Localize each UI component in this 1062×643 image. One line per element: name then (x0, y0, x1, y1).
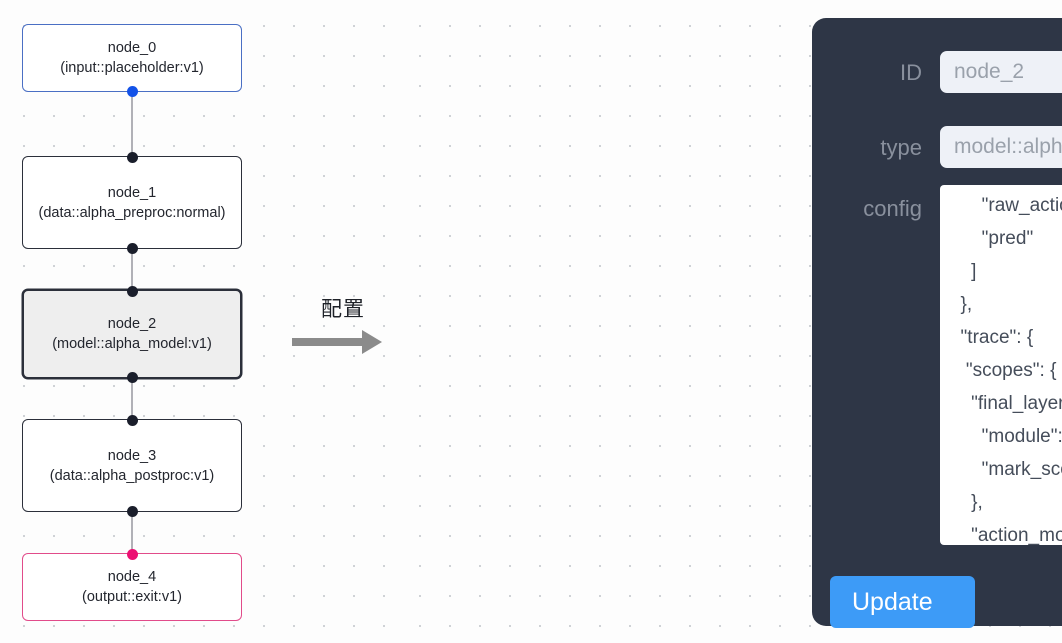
graph-node-node_2[interactable]: node_2 (model::alpha_model:v1) (22, 285, 242, 383)
type-input[interactable] (940, 126, 1062, 168)
configure-arrow-group: 配置 (288, 296, 398, 368)
node-id-label: node_3 (107, 447, 157, 464)
node-type-label: (model::alpha_model:v1) (52, 336, 212, 352)
node-handle-source[interactable] (126, 85, 138, 97)
update-button[interactable]: Update (830, 576, 975, 628)
node-type-label: (data::alpha_preproc:normal) (38, 204, 226, 221)
graph-node-node_3[interactable]: node_3 (data::alpha_postproc:v1) (22, 414, 242, 517)
config-field-label: config (863, 196, 922, 221)
edge-node0-node1 (131, 91, 133, 157)
arrow-label: 配置 (321, 297, 365, 321)
node-handle-source[interactable] (126, 371, 138, 383)
node-handle-target[interactable] (126, 285, 138, 297)
node-type-label: (input::placeholder:v1) (60, 60, 204, 76)
node-type-label: (output::exit:v1) (82, 589, 182, 605)
node-inspector-panel: ID type config "raw_action", "pred" ] },… (812, 18, 1062, 628)
node-handle-source[interactable] (126, 242, 138, 254)
id-input[interactable] (940, 51, 1062, 93)
node-id-label: node_4 (107, 569, 157, 585)
node-id-label: node_1 (107, 184, 157, 201)
edge-node3-node4 (131, 512, 133, 553)
config-textarea[interactable]: "raw_action", "pred" ] }, "trace": { "sc… (940, 185, 1062, 545)
panel-backdrop: ID type config "raw_action", "pred" ] },… (400, 0, 1062, 643)
node-id-label: node_2 (107, 316, 157, 332)
node-id-label: node_0 (107, 40, 157, 56)
node-handle-target[interactable] (126, 151, 138, 163)
graph-node-node_4[interactable]: node_4 (output::exit:v1) (22, 548, 242, 621)
node-type-label: (data::alpha_postproc:v1) (49, 467, 215, 484)
edge-node1-node2 (131, 249, 133, 289)
edge-node2-node3 (131, 378, 133, 419)
arrow-shaft-icon (292, 338, 364, 346)
arrow-head-icon (362, 330, 382, 354)
type-field-label: type (880, 135, 922, 160)
graph-node-node_0[interactable]: node_0 (input::placeholder:v1) (22, 24, 242, 97)
graph-node-node_1[interactable]: node_1 (data::alpha_preproc:normal) (22, 151, 242, 254)
node-handle-target[interactable] (126, 414, 138, 426)
flow-canvas[interactable]: node_0 (input::placeholder:v1) node_1 (d… (0, 0, 400, 643)
node-handle-target[interactable] (126, 548, 138, 560)
node-handle-source[interactable] (126, 505, 138, 517)
id-field-label: ID (900, 60, 922, 85)
